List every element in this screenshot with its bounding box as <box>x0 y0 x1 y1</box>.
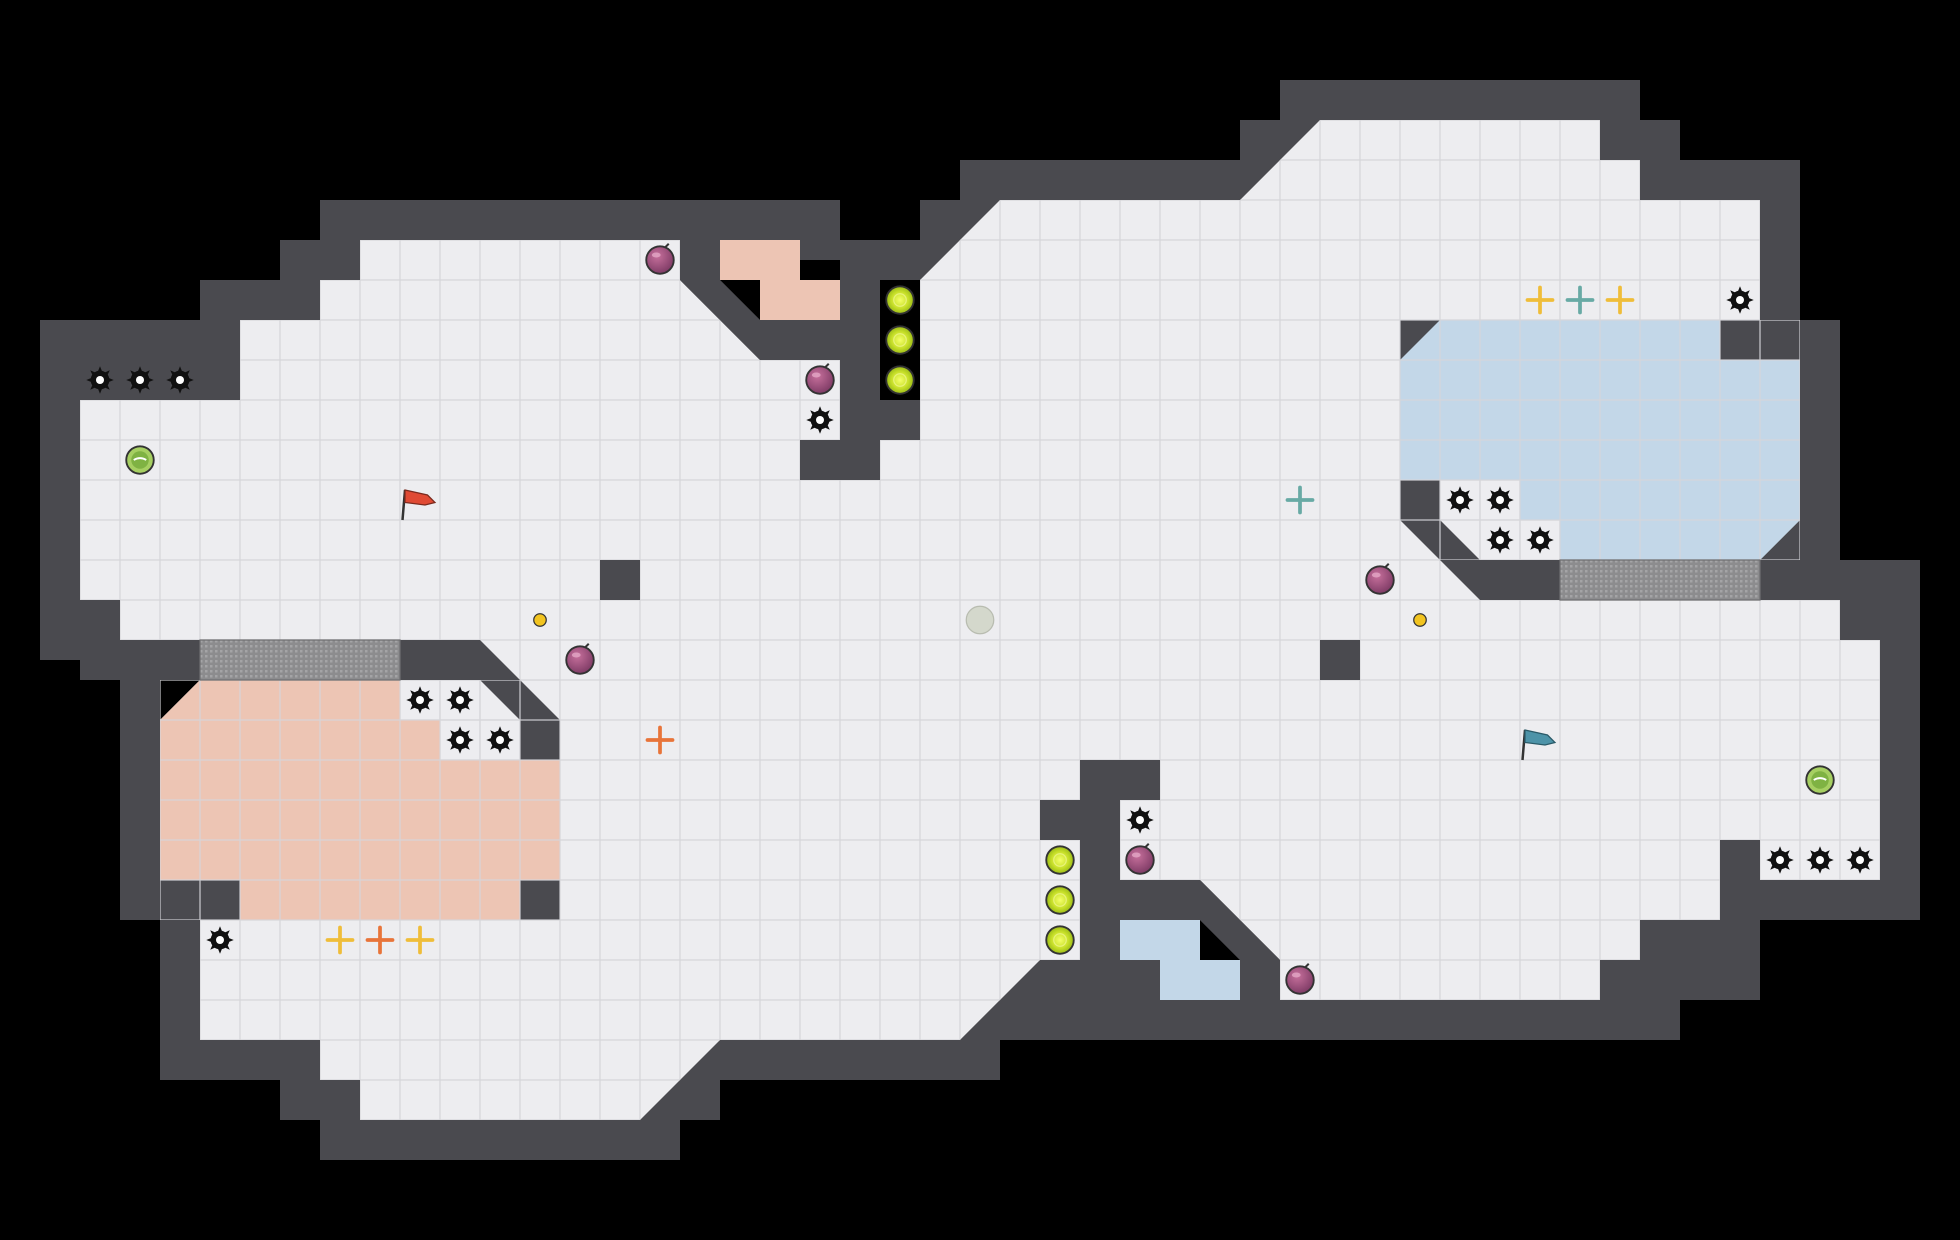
spike-icon <box>1126 806 1154 834</box>
powerup-icon <box>1805 765 1835 795</box>
spike-icon <box>446 686 474 714</box>
spike-icon <box>1486 526 1514 554</box>
blue-boost-icon <box>1565 285 1595 315</box>
boost-pad-icon <box>885 285 915 315</box>
gates <box>199 559 1761 681</box>
boost-pad-icon <box>1045 925 1075 955</box>
center-marker <box>965 605 995 635</box>
spike-icon <box>1526 526 1554 554</box>
neutral-boost-icon <box>405 925 435 955</box>
boost-pad-icon <box>885 365 915 395</box>
spike-icon <box>126 366 154 394</box>
spike-icon <box>206 926 234 954</box>
blue-flag-icon <box>1521 729 1557 761</box>
spike-icon <box>1486 486 1514 514</box>
markers <box>533 605 1427 635</box>
yellow-dot <box>533 613 547 627</box>
neutral-boost-icon <box>325 925 355 955</box>
spike-icon <box>806 406 834 434</box>
boost-pad-icon <box>1045 845 1075 875</box>
spike-icon <box>166 366 194 394</box>
spike-icon <box>1806 846 1834 874</box>
spike-icon <box>406 686 434 714</box>
team-boosts <box>325 285 1635 955</box>
red-boost-icon <box>645 725 675 755</box>
blue-boost-icon <box>1285 485 1315 515</box>
spike-icon <box>1766 846 1794 874</box>
spike-icon <box>86 366 114 394</box>
red-boost-icon <box>365 925 395 955</box>
spike-icon <box>486 726 514 754</box>
spike-icon <box>1446 486 1474 514</box>
spike-icon <box>1846 846 1874 874</box>
red-zone <box>160 240 840 920</box>
neutral-boost-icon <box>1525 285 1555 315</box>
spike-icon <box>1726 286 1754 314</box>
boost-pad-icon <box>885 325 915 355</box>
red-flag-icon <box>401 489 437 521</box>
neutral-boost-icon <box>1605 285 1635 315</box>
spike-icon <box>446 726 474 754</box>
blue-zone <box>1120 320 1800 1000</box>
yellow-dot <box>1413 613 1427 627</box>
boost-pad-icon <box>1045 885 1075 915</box>
powerup-icon <box>125 445 155 475</box>
